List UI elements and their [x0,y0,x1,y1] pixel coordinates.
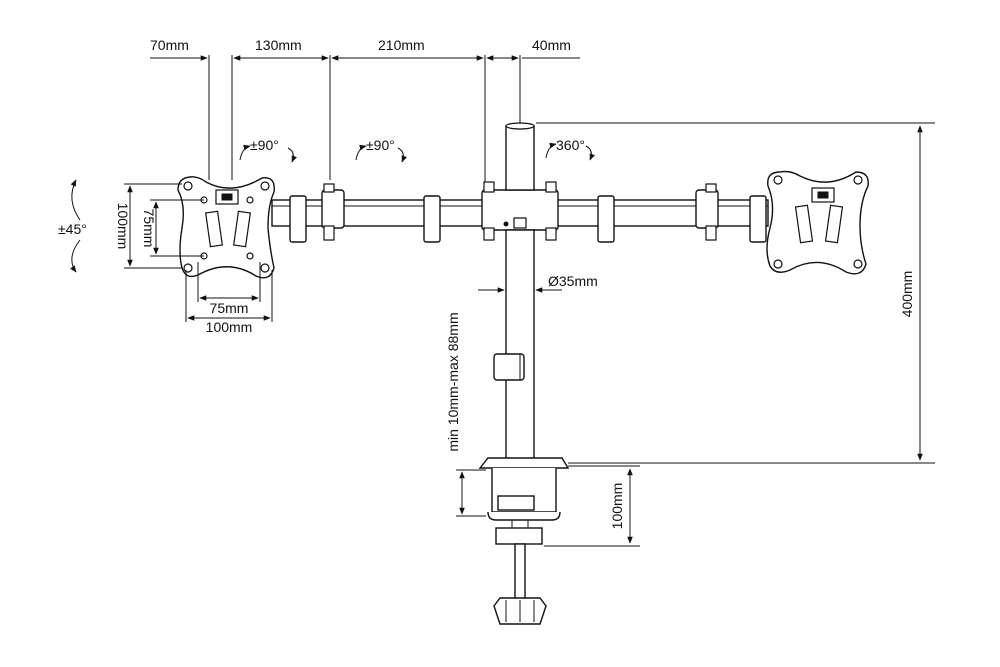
tilt-label: ±45° [58,221,87,237]
height-400mm-label: 400mm [899,271,915,318]
desk-clamp [478,457,570,625]
desk-thickness-label: min 10mm-max 88mm [445,312,461,451]
rotation-annotations: ±90° ±90° 360° ±45° [58,137,595,273]
swivel-head-label: ±90° [250,137,279,153]
dim-40mm: 40mm [532,37,571,53]
vesa-h-inner-label: 75mm [210,300,249,316]
top-dimension-chain: 70mm 130mm 210mm 40mm [150,37,580,185]
pole-rotation-label: 360° [556,137,585,153]
vesa-v-inner-label: 75mm [141,209,157,248]
right-vesa-plate [766,170,869,275]
arm-assembly [271,181,769,243]
clamp-height-label: 100mm [609,483,625,530]
height-dimension: 400mm [536,122,935,464]
swivel-arm-label: ±90° [366,137,395,153]
dim-210mm: 210mm [378,37,425,53]
vesa-v-outer-label: 100mm [115,203,131,250]
left-vesa-plate [177,176,275,279]
left-vesa-dimensions: 100mm 75mm 75mm 100mm [115,183,273,335]
dim-130mm: 130mm [255,37,302,53]
desk-thickness-dimension: min 10mm-max 88mm [445,312,486,517]
dim-70mm: 70mm [150,37,189,53]
vesa-h-outer-label: 100mm [206,319,253,335]
pole-diameter-dimension: Ø35mm [478,273,598,293]
pole [493,122,535,465]
pole-diameter-label: Ø35mm [548,273,598,289]
clamp-height-dimension: 100mm [544,465,640,547]
